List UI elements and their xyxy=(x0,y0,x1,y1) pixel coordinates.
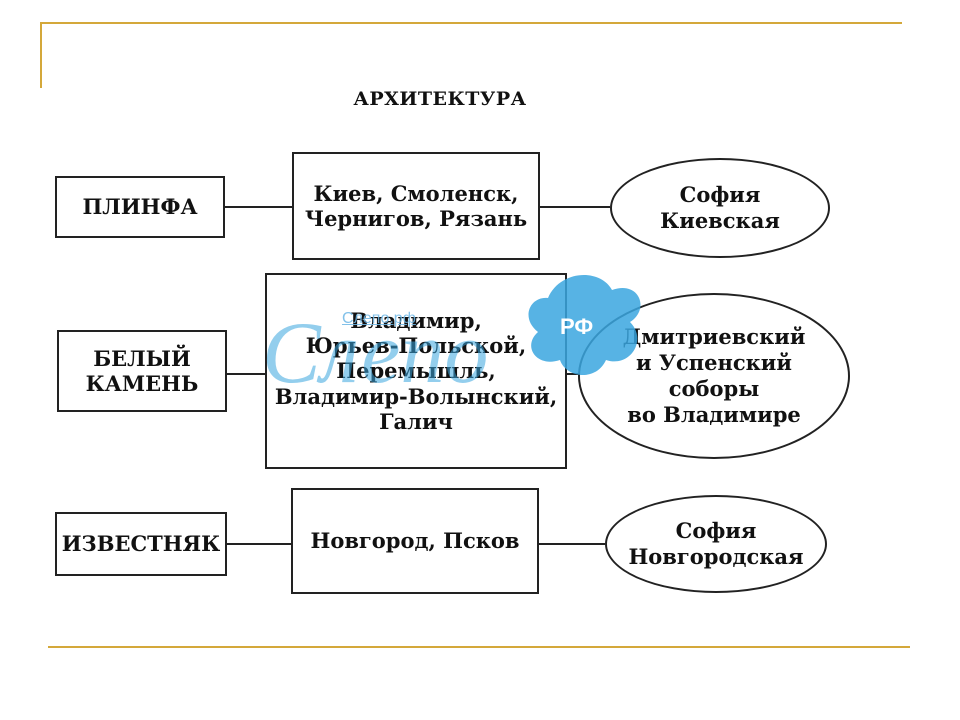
material-label: БЕЛЫЙ КАМЕНЬ xyxy=(85,345,199,396)
connector xyxy=(540,206,610,208)
cities-label: Владимир, Юрьев-Польской, Перемышль, Вла… xyxy=(274,308,558,434)
cities-label: Киев, Смоленск, Чернигов, Рязань xyxy=(304,180,528,231)
connector xyxy=(539,543,605,545)
example-label: София Новгородская xyxy=(628,517,804,569)
example-ellipse-sofia-novgorod: София Новгородская xyxy=(605,495,827,593)
cities-label: Новгород, Псков xyxy=(310,528,520,554)
material-label: ПЛИНФА xyxy=(82,194,198,220)
cities-box-white-stone: Владимир, Юрьев-Польской, Перемышль, Вла… xyxy=(265,273,567,469)
material-box-white-stone: БЕЛЫЙ КАМЕНЬ xyxy=(57,330,227,412)
material-box-plinfa: ПЛИНФА xyxy=(55,176,225,238)
cities-box-limestone: Новгород, Псков xyxy=(291,488,539,594)
example-ellipse-sofia-kiev: София Киевская xyxy=(610,158,830,258)
cities-box-plinfa: Киев, Смоленск, Чернигов, Рязань xyxy=(292,152,540,260)
watermark-link[interactable]: Слепо.рф xyxy=(342,310,416,327)
diagram-title: АРХИТЕКТУРА xyxy=(353,88,527,110)
bottom-frame-line xyxy=(48,646,910,648)
left-frame-line xyxy=(40,22,42,88)
example-label: София Киевская xyxy=(660,181,780,233)
material-box-limestone: ИЗВЕСТНЯК xyxy=(55,512,227,576)
example-ellipse-vladimir-cathedrals: Дмитриевский и Успенский соборы во Влади… xyxy=(578,293,850,459)
connector xyxy=(225,206,292,208)
material-label: ИЗВЕСТНЯК xyxy=(61,531,221,557)
top-frame-line xyxy=(40,22,902,24)
connector xyxy=(227,373,265,375)
connector xyxy=(227,543,291,545)
example-label: Дмитриевский и Успенский соборы во Влади… xyxy=(622,323,806,428)
